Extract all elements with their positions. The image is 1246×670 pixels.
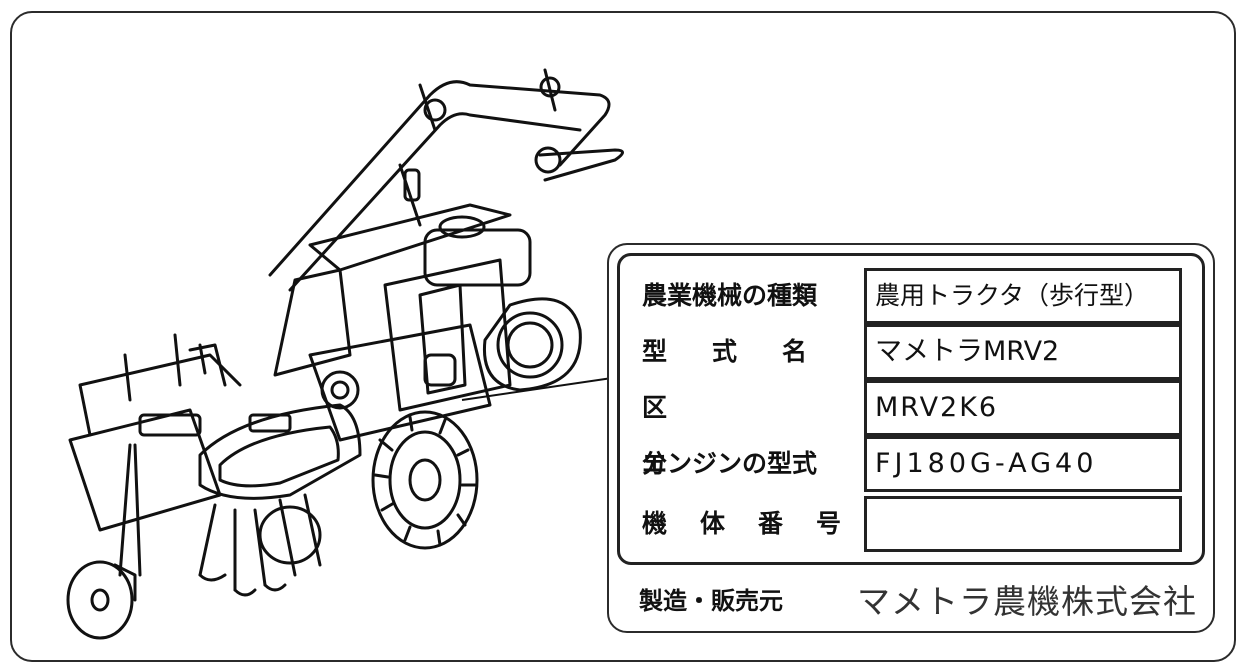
label-classification: 区 分 (642, 393, 789, 478)
value-machine-type: 農用トラクタ（歩行型） (864, 268, 1182, 324)
label-model-name: 型 式 名 (642, 337, 818, 366)
nameplate: 農業機械の種類 農用トラクタ（歩行型） 型 式 名 マメトラMRV2 区 分 M… (607, 243, 1215, 633)
tiller-illustration (66, 68, 624, 640)
label-engine-model: エンジンの型式 (642, 449, 818, 478)
value-serial-number (864, 496, 1182, 552)
nameplate-table: 農業機械の種類 農用トラクタ（歩行型） 型 式 名 マメトラMRV2 区 分 M… (617, 253, 1205, 565)
label-serial-number: 機 体 番 号 (642, 509, 846, 538)
value-engine-model: FJ180G-AG40 (864, 436, 1182, 492)
value-classification: MRV2K6 (864, 380, 1182, 436)
label-machine-type: 農業機械の種類 (642, 281, 818, 310)
figure-frame (10, 11, 1236, 662)
manufacturer-line: 製造・販売元 マメトラ農機株式会社 (609, 575, 1213, 631)
value-model-name: マメトラMRV2 (864, 324, 1182, 380)
manufacturer-name: マメトラ農機株式会社 (857, 582, 1197, 621)
manufacturer-label: 製造・販売元 (639, 587, 783, 615)
